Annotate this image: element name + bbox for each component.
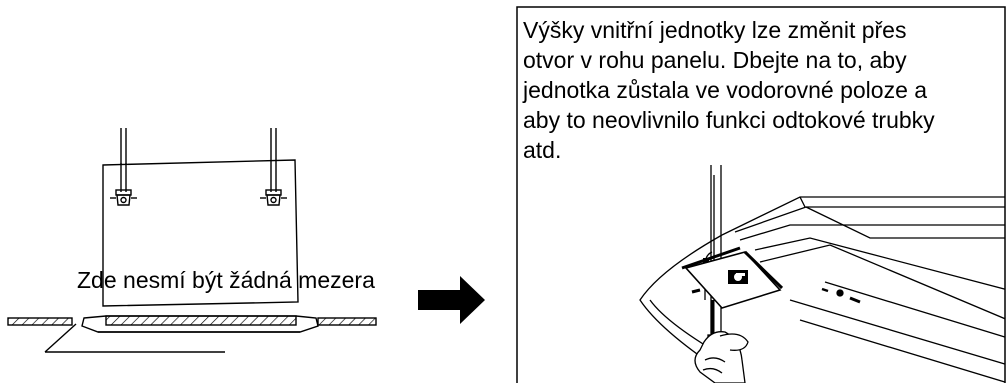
right-arrow-icon [418, 276, 485, 324]
hand [694, 331, 749, 383]
installation-note: Výšky vnitřní jednotky lze změnit přes o… [523, 17, 935, 163]
unit-corner [639, 196, 1005, 383]
corner-opening [681, 246, 784, 309]
ceiling-slab-left [7, 317, 73, 326]
note-box [516, 6, 1006, 383]
hanger-nut-left [110, 189, 137, 206]
hanger-nut-right [260, 189, 287, 206]
ceiling-slab-right [317, 317, 377, 326]
left-figure [7, 128, 377, 353]
no-gap-caption: Zde nesmí být žádná mezera [77, 267, 375, 293]
panel-grille [105, 315, 297, 326]
indoor-unit-body [102, 159, 299, 307]
panel-frame [81, 315, 319, 333]
rods-front [120, 160, 277, 192]
caption-leader [44, 323, 77, 353]
right-figure [516, 6, 1006, 383]
